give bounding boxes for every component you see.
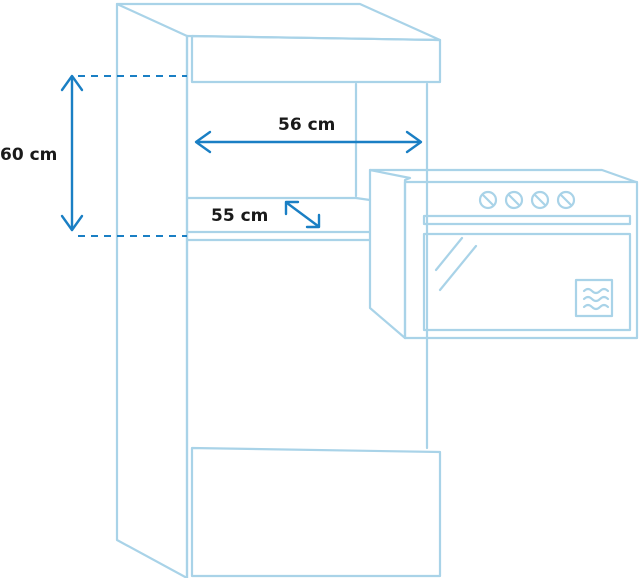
oven-glass-reflection [434, 236, 478, 292]
cabinet-side-panel [115, 2, 189, 578]
oven-top-edge [368, 168, 638, 184]
oven-knobs [478, 190, 576, 210]
cabinet-top-panel [190, 34, 442, 84]
height-label: 60 cm [0, 145, 57, 165]
depth-arrow-head-top [284, 200, 300, 216]
depth-arrow-head-bottom [305, 213, 321, 229]
oven-handle[interactable] [422, 214, 632, 226]
depth-arrow-line [285, 201, 320, 228]
height-arrow-head-top [60, 74, 84, 92]
height-dimension: 60 cm [0, 74, 187, 237]
width-dimension: 56 cm [194, 115, 423, 154]
width-label: 56 cm [278, 115, 335, 135]
oven [368, 168, 639, 340]
width-arrow-head-right [405, 130, 423, 154]
oven-knob[interactable] [504, 190, 524, 210]
cabinet-bottom-drawer [190, 446, 442, 578]
cabinet-top [115, 2, 442, 42]
height-arrow-head-bottom [60, 214, 84, 232]
depth-label: 55 cm [211, 206, 268, 226]
width-arrow-head-left [194, 130, 212, 154]
oven-knob[interactable] [478, 190, 498, 210]
oven-door [422, 232, 632, 332]
cabinet [115, 2, 442, 578]
oven-knob[interactable] [530, 190, 550, 210]
depth-dimension: 55 cm [211, 200, 321, 229]
niche-shelf [185, 196, 372, 242]
oven-knob[interactable] [556, 190, 576, 210]
steam-waves-icon [574, 278, 614, 318]
oven-front [403, 180, 639, 340]
